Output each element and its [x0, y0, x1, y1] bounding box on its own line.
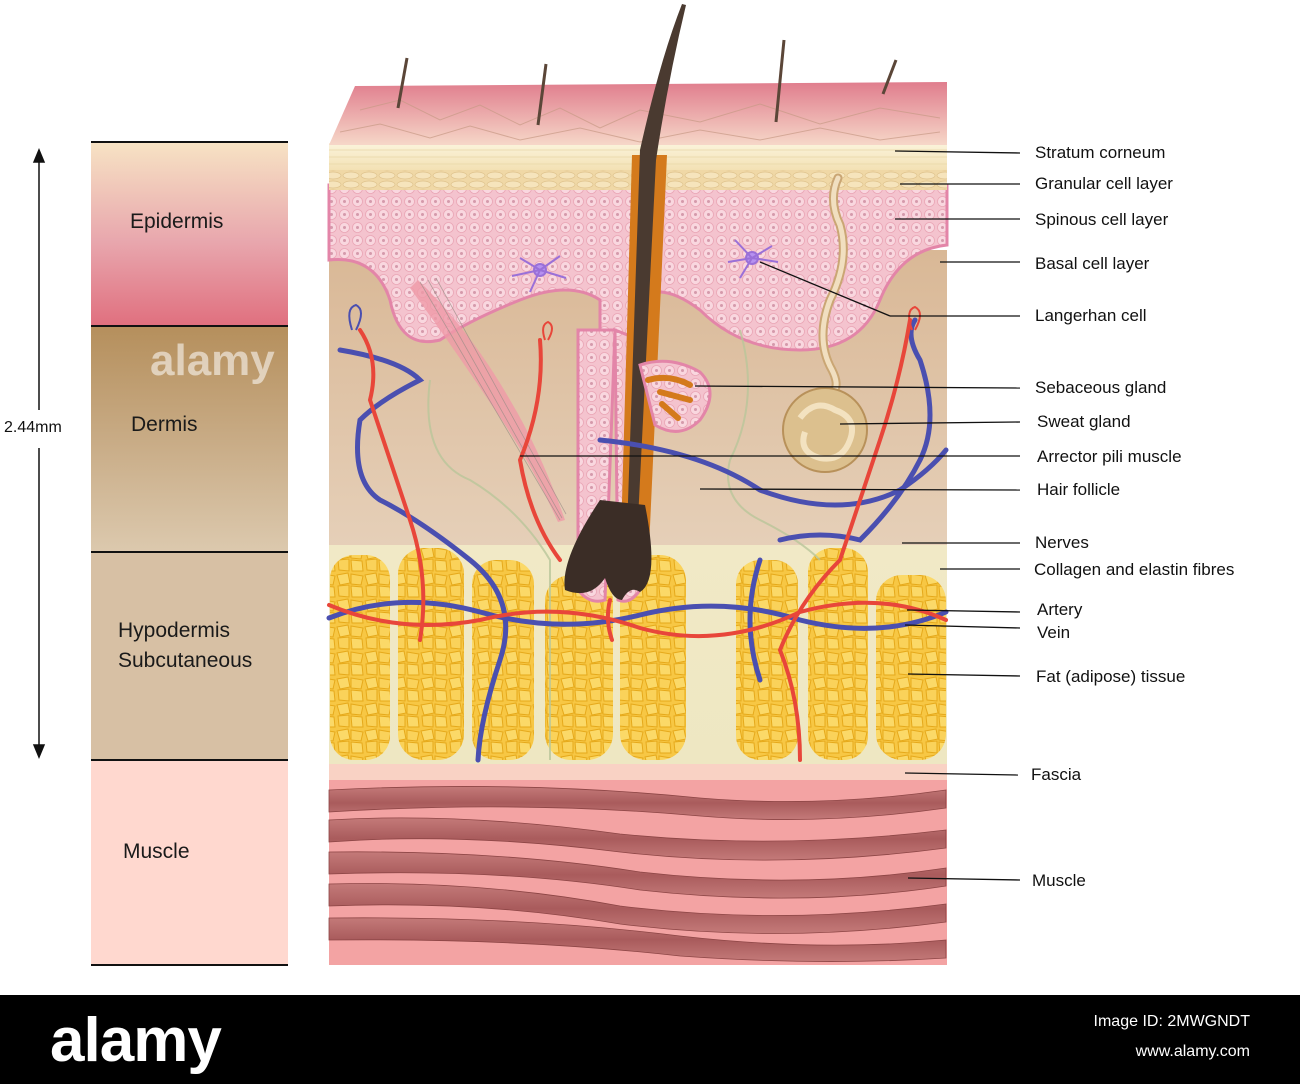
muscle-fibres — [328, 786, 947, 962]
callout-arrector-pili-muscle: Arrector pili muscle — [1037, 447, 1182, 466]
layer-divider — [91, 964, 288, 966]
sweat-gland — [782, 173, 868, 473]
callout-artery: Artery — [1037, 600, 1083, 619]
callout-basal-cell-layer: Basal cell layer — [1035, 254, 1150, 273]
measurement-label: 2.44mm — [4, 419, 62, 436]
callout-spinous-cell-layer: Spinous cell layer — [1035, 210, 1169, 229]
arrector-pili-muscle — [410, 280, 565, 522]
muscle-box — [91, 761, 288, 965]
callout-fat-tissue: Fat (adipose) tissue — [1036, 667, 1186, 686]
langerhan-cell — [511, 239, 779, 293]
watermark-footer: alamy Image ID: 2MWGNDT www.alamy.com — [0, 995, 1300, 1084]
capillary-loops — [348, 303, 921, 341]
hair-bulb — [564, 500, 652, 600]
layer-divider — [91, 551, 288, 553]
dermis-box — [91, 326, 288, 552]
callout-lines — [520, 150, 1021, 881]
callout-muscle: Muscle — [1032, 871, 1086, 890]
measurement-arrow — [32, 148, 46, 759]
layer-label-muscle: Muscle — [123, 840, 190, 863]
callout-granular-cell-layer: Granular cell layer — [1035, 174, 1173, 193]
layer-label-dermis: Dermis — [131, 413, 198, 436]
site-url: www.alamy.com — [1135, 1043, 1250, 1060]
callout-langerhan-cell: Langerhan cell — [1035, 306, 1147, 325]
image-id-label: Image ID: 2MWGNDT — [1093, 1013, 1250, 1030]
layer-divider — [91, 141, 288, 143]
callout-hair-follicle: Hair follicle — [1037, 480, 1121, 499]
vein-network — [326, 317, 949, 763]
alamy-logo: alamy — [50, 1006, 222, 1075]
watermark-brand: alamy — [150, 336, 275, 385]
callout-nerves: Nerves — [1035, 533, 1089, 552]
callout-sebaceous-gland: Sebaceous gland — [1035, 378, 1167, 397]
callout-sweat-gland: Sweat gland — [1037, 412, 1131, 431]
fascia-layer — [329, 764, 947, 780]
artery-network — [327, 318, 948, 762]
callout-collagen-elastin: Collagen and elastin fibres — [1034, 560, 1235, 579]
callout-vein: Vein — [1037, 623, 1071, 642]
epidermis-box — [91, 142, 288, 325]
skin-cross-section-diagram — [32, 4, 1021, 965]
layer-label-epidermis: Epidermis — [130, 210, 224, 233]
surface-hairs — [396, 39, 898, 126]
hypodermis-box — [91, 552, 288, 760]
skin-surface — [329, 82, 947, 145]
callout-stratum-corneum: Stratum corneum — [1035, 143, 1166, 162]
layer-divider — [91, 759, 288, 761]
layer-divider — [91, 325, 288, 327]
callout-fascia: Fascia — [1031, 765, 1082, 784]
layer-label-hypodermis: Hypodermis Subcutaneous — [118, 619, 253, 672]
